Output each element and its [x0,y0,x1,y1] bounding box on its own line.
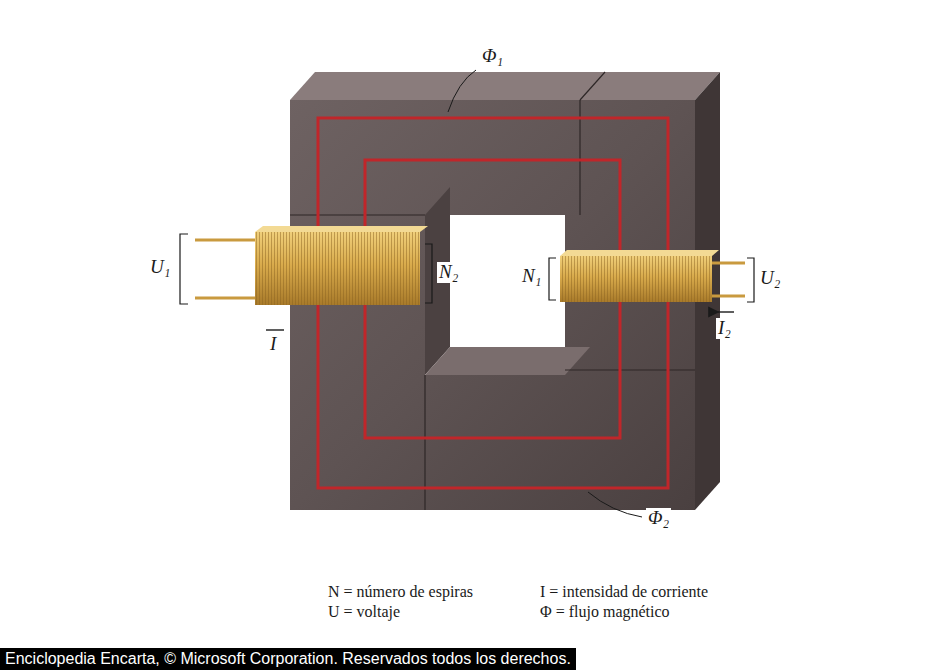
flux-label: Φ₁ [480,46,505,67]
definition-text: N = número de espiras [328,583,473,601]
window-wall [425,347,590,375]
secondary-coil [560,256,712,302]
coil-top [560,250,719,256]
definition-text: U = voltaje [328,603,400,621]
turns-label: N₁ [520,266,543,287]
copyright-caption: Enciclopedia Encarta, © Microsoft Corpor… [0,648,576,670]
turns-label: N₂ [437,262,460,283]
flux-label: Φ₂ [646,508,671,529]
coil-winding [560,256,712,302]
definition-text: I = intensidad de corriente [540,583,708,601]
coil-winding [255,232,420,305]
leader-line [588,492,642,517]
coil-top [255,226,428,232]
current-label: I [268,334,278,355]
voltage-label: U₁ [148,257,172,278]
leader-line [448,70,476,112]
definition-text: Φ = flujo magnético [540,603,670,621]
voltage-label: U₂ [758,268,782,289]
primary-coil [255,232,420,305]
bracket [180,234,754,304]
core-top-face [290,72,720,100]
current-arrow [718,311,734,312]
current-arrow [266,329,284,330]
current-label: I₂ [716,318,733,339]
